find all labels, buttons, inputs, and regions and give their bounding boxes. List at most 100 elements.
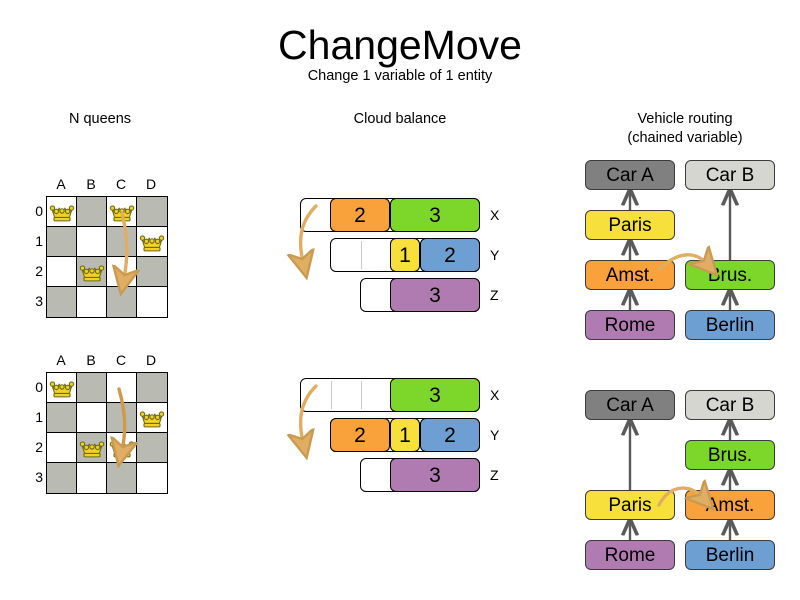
- vrp-after-chain-arrow: [715, 520, 745, 540]
- board-after-cell-A1[interactable]: [47, 403, 77, 433]
- vrp-before-node-paris[interactable]: Paris: [585, 210, 675, 240]
- board-before-cell-C1[interactable]: [107, 227, 137, 257]
- cloud-before-computer-label-Z: Z: [490, 287, 499, 303]
- board-after-grid: [46, 372, 168, 494]
- board-before-cell-D2[interactable]: [137, 257, 167, 287]
- board-before-file-label-C: C: [115, 176, 127, 192]
- cloud-after-process-X-3[interactable]: 3: [390, 378, 480, 412]
- vrp-before-chain-arrow: [615, 240, 645, 260]
- vrp-after-node-berlin[interactable]: Berlin: [685, 540, 775, 570]
- board-before-cell-B1[interactable]: [77, 227, 107, 257]
- board-before-cell-A3[interactable]: [47, 287, 77, 317]
- board-before-cell-D3[interactable]: [137, 287, 167, 317]
- board-after-cell-C1[interactable]: [107, 403, 137, 433]
- board-before-rank-label-3: 3: [35, 293, 43, 309]
- cloud-after-process-Y-2[interactable]: 2: [330, 418, 390, 452]
- vrp-after-node-brus[interactable]: Brus.: [685, 440, 775, 470]
- board-after-cell-A3[interactable]: [47, 463, 77, 493]
- vrp-before-node-rome[interactable]: Rome: [585, 310, 675, 340]
- board-after-file-label-A: A: [56, 352, 66, 368]
- section-title-cloud-balance: Cloud balance: [353, 111, 447, 127]
- board-after-cell-A0[interactable]: [47, 373, 77, 403]
- vrp-before-node-carb[interactable]: Car B: [685, 160, 775, 190]
- board-before-rank-label-2: 2: [35, 263, 43, 279]
- board-before-cell-C0[interactable]: [107, 197, 137, 227]
- cloud-before-computer-label-Y: Y: [490, 247, 500, 263]
- page-subtitle: Change 1 variable of 1 entity: [307, 68, 493, 84]
- vrp-before-node-amst[interactable]: Amst.: [585, 260, 675, 290]
- section-title-n-queens: N queens: [68, 111, 132, 127]
- vrp-before-node-berlin[interactable]: Berlin: [685, 310, 775, 340]
- cloud-after-process-Y-1[interactable]: 1: [390, 418, 420, 452]
- board-after-cell-C2[interactable]: [107, 433, 137, 463]
- board-before-cell-B3[interactable]: [77, 287, 107, 317]
- cloud-after-process-Z-3[interactable]: 3: [390, 458, 480, 492]
- board-after-rank-label-1: 1: [35, 409, 43, 425]
- board-before-grid: [46, 196, 168, 318]
- board-after-cell-A2[interactable]: [47, 433, 77, 463]
- cloud-after-computer-label-Z: Z: [490, 467, 499, 483]
- board-before-cell-A1[interactable]: [47, 227, 77, 257]
- cloud-after-computer-label-X: X: [490, 387, 500, 403]
- board-before-rank-label-1: 1: [35, 233, 43, 249]
- cloud-after-unit-divider: [361, 381, 362, 409]
- vrp-after-node-paris[interactable]: Paris: [585, 490, 675, 520]
- board-after-rank-label-3: 3: [35, 469, 43, 485]
- board-after-cell-B3[interactable]: [77, 463, 107, 493]
- vrp-before-chain-arrow: [615, 290, 645, 310]
- board-before-cell-C3[interactable]: [107, 287, 137, 317]
- board-after-cell-C3[interactable]: [107, 463, 137, 493]
- board-before-file-label-D: D: [145, 176, 157, 192]
- cloud-after-unit-divider: [331, 381, 332, 409]
- cloud-before-computer-label-X: X: [490, 207, 500, 223]
- board-before-cell-A0[interactable]: [47, 197, 77, 227]
- page-title: ChangeMove: [278, 22, 522, 68]
- cloud-after-process-Y-2[interactable]: 2: [420, 418, 480, 452]
- board-before-cell-A2[interactable]: [47, 257, 77, 287]
- section-title-vehicle-routing: Vehicle routing (chained variable): [595, 110, 775, 148]
- cloud-before-process-Y-2[interactable]: 2: [420, 238, 480, 272]
- board-after-cell-B2[interactable]: [77, 433, 107, 463]
- vrp-before-chain-arrow: [715, 190, 745, 260]
- board-before-cell-B2[interactable]: [77, 257, 107, 287]
- cloud-before-process-Y-1[interactable]: 1: [390, 238, 420, 272]
- vrp-before-node-cara[interactable]: Car A: [585, 160, 675, 190]
- board-before-file-label-A: A: [56, 176, 66, 192]
- vrp-after-node-amst[interactable]: Amst.: [685, 490, 775, 520]
- board-after-cell-D1[interactable]: [137, 403, 167, 433]
- board-before-cell-D1[interactable]: [137, 227, 167, 257]
- board-after-cell-B1[interactable]: [77, 403, 107, 433]
- vrp-after-node-carb[interactable]: Car B: [685, 390, 775, 420]
- board-after-cell-D3[interactable]: [137, 463, 167, 493]
- vrp-after-chain-arrow: [615, 520, 645, 540]
- board-before-cell-B0[interactable]: [77, 197, 107, 227]
- board-before-cell-D0[interactable]: [137, 197, 167, 227]
- vrp-after-node-rome[interactable]: Rome: [585, 540, 675, 570]
- board-after-cell-D2[interactable]: [137, 433, 167, 463]
- board-after-rank-label-0: 0: [35, 379, 43, 395]
- cloud-before-process-X-2[interactable]: 2: [330, 198, 390, 232]
- vrp-title-line-1: Vehicle routing: [637, 111, 733, 127]
- vrp-after-chain-arrow: [715, 470, 745, 490]
- board-before-cell-C2[interactable]: [107, 257, 137, 287]
- board-after-cell-B0[interactable]: [77, 373, 107, 403]
- cloud-before-process-Z-3[interactable]: 3: [390, 278, 480, 312]
- board-after-file-label-C: C: [115, 352, 127, 368]
- board-after-cell-C0[interactable]: [107, 373, 137, 403]
- vrp-after-node-cara[interactable]: Car A: [585, 390, 675, 420]
- vrp-after-chain-arrow: [615, 420, 645, 490]
- board-after-cell-D0[interactable]: [137, 373, 167, 403]
- board-before-rank-label-0: 0: [35, 203, 43, 219]
- vrp-before-chain-arrow: [615, 190, 645, 210]
- cloud-before-process-X-3[interactable]: 3: [390, 198, 480, 232]
- vrp-before-node-brus[interactable]: Brus.: [685, 260, 775, 290]
- vrp-before-chain-arrow: [715, 290, 745, 310]
